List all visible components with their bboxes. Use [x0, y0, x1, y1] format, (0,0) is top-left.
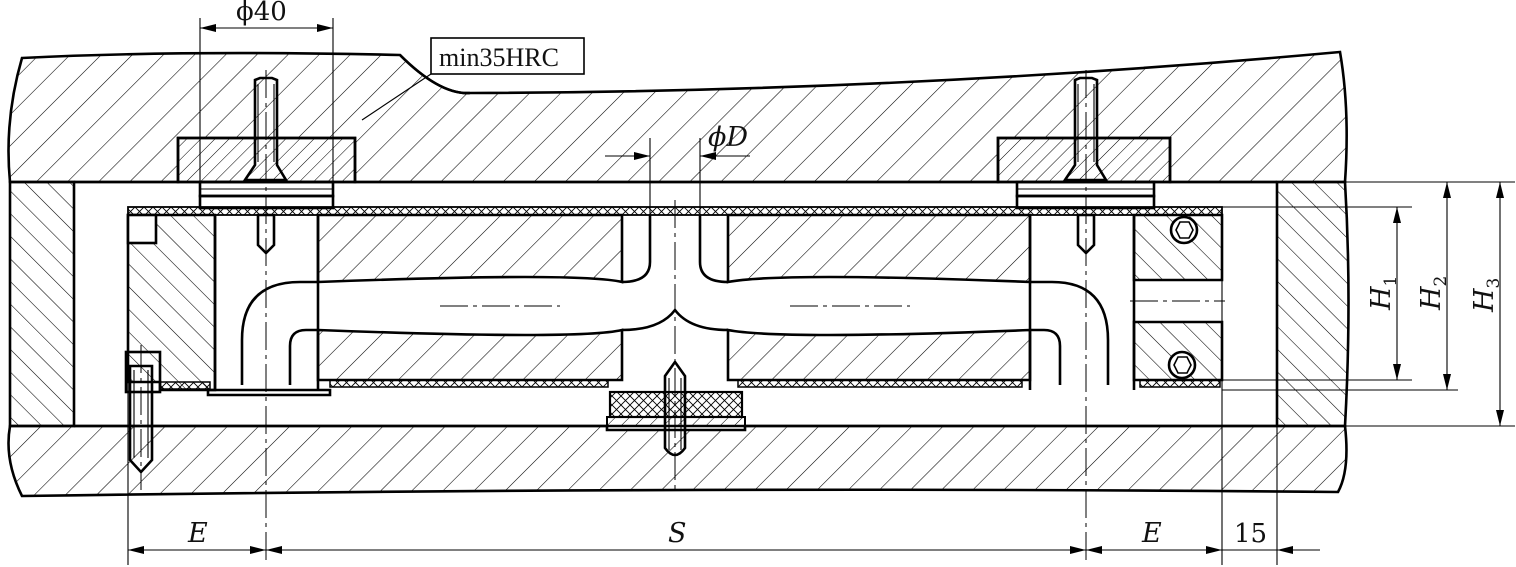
dim-E-left-label: E — [187, 518, 208, 549]
dim-E-right-label: E — [1141, 518, 1162, 549]
centerlines — [140, 70, 1087, 560]
dim-heights: H1 H2 H3 — [1222, 181, 1515, 427]
dim-phi40: ϕ40 — [199, 0, 334, 182]
dim-15-label: 15 — [1234, 519, 1267, 549]
hardness-callout: min35HRC — [361, 37, 585, 121]
left-spacer-block — [8, 180, 76, 428]
dim-phiD: ϕD — [605, 122, 750, 215]
dim-H3-label: H3 — [1469, 278, 1504, 313]
dim-S-label: S — [668, 518, 687, 549]
left-dowel-pin — [124, 350, 162, 474]
hardness-note: min35HRC — [439, 43, 559, 72]
melt-channel — [206, 215, 1136, 397]
bottom-plate — [7, 424, 1348, 498]
dim-phiD-label: ϕD — [708, 122, 748, 153]
center-support-pad — [606, 359, 746, 457]
dim-H1-label: H1 — [1366, 276, 1401, 311]
dim-bottom-chain: E S E 15 — [127, 215, 1320, 565]
dim-H2-label: H2 — [1416, 276, 1451, 311]
right-spacer-block — [1275, 180, 1350, 428]
dim-phi40-label: ϕ40 — [236, 0, 287, 27]
